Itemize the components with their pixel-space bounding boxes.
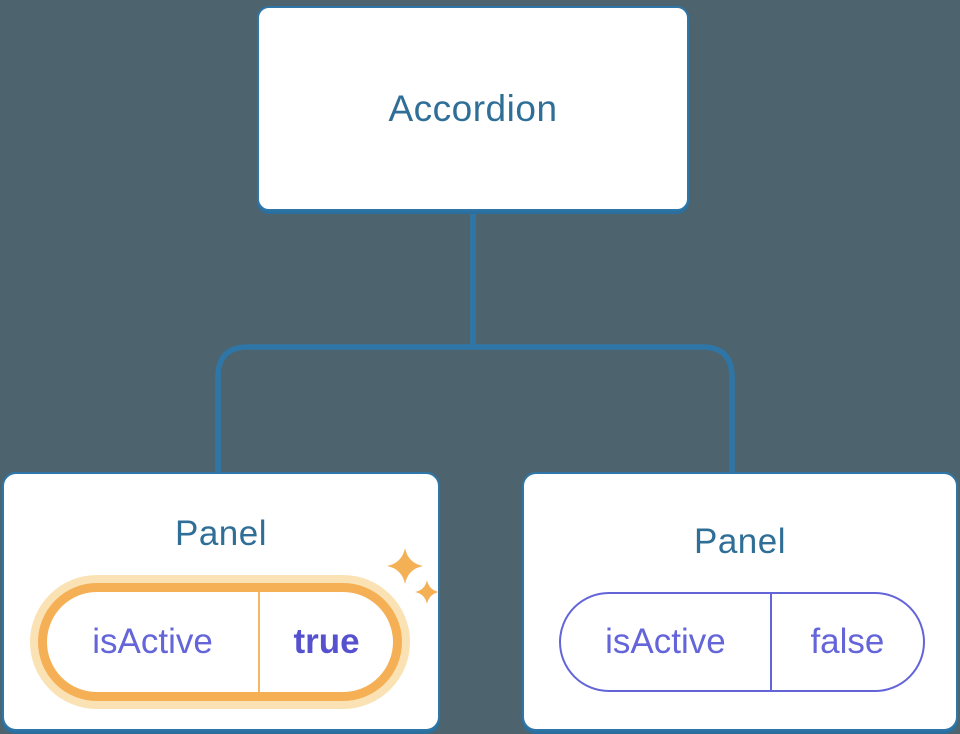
panel-node-label: Panel	[174, 514, 268, 553]
panel-node-inactive: Panel isActive false	[522, 472, 958, 731]
sparkles-icon	[387, 548, 439, 604]
state-pill-active-inner: isActive true	[38, 583, 402, 701]
accordion-node: Accordion	[257, 6, 689, 211]
prop-value: true	[293, 622, 360, 661]
state-pill-inactive: isActive false	[559, 592, 925, 692]
panel-node-active: Panel isActive true	[2, 472, 440, 731]
panel-node-label: Panel	[693, 522, 787, 561]
prop-name: isActive	[47, 592, 261, 692]
accordion-node-label: Accordion	[388, 87, 558, 129]
prop-name: isActive	[561, 594, 772, 690]
state-pill-active: isActive true	[30, 575, 410, 709]
prop-value: false	[810, 622, 885, 661]
